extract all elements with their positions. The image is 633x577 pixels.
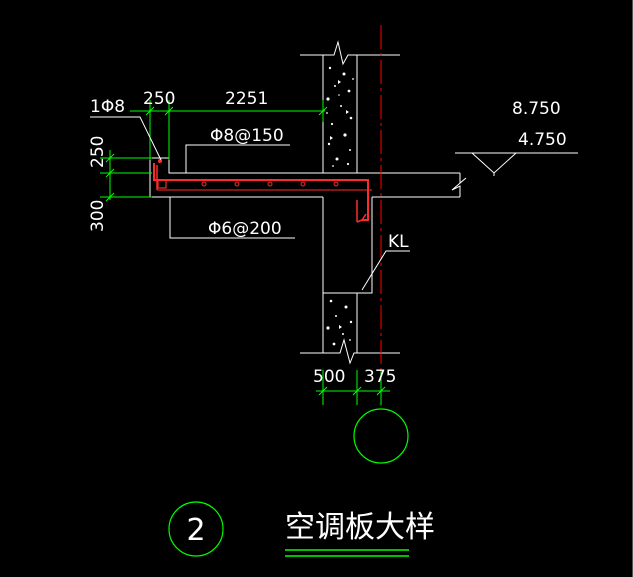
dim-horizontal-top bbox=[130, 100, 328, 160]
wall-lower bbox=[300, 293, 400, 365]
axis-bubble bbox=[353, 408, 409, 464]
callout-rebar-bottom: Φ6@200 bbox=[208, 219, 282, 239]
elevation-upper: 8.750 bbox=[512, 99, 561, 119]
beam-kl bbox=[322, 197, 373, 294]
dim-width-left: 250 bbox=[143, 89, 175, 109]
detail-bubble bbox=[168, 501, 224, 557]
leader-lines bbox=[90, 116, 410, 291]
callout-beam: KL bbox=[388, 232, 409, 252]
wall-upper bbox=[300, 40, 400, 173]
elevation-lower: 4.750 bbox=[518, 130, 567, 150]
dim-vertical-left bbox=[100, 150, 152, 202]
dim-horizontal-bottom bbox=[316, 370, 390, 405]
detail-number: 2 bbox=[186, 513, 205, 548]
elevation-marker bbox=[455, 152, 578, 176]
rebar bbox=[153, 159, 372, 223]
callout-rebar-top: Φ8@150 bbox=[210, 126, 284, 146]
dim-width-span: 2251 bbox=[225, 89, 268, 109]
dim-wall-right: 375 bbox=[364, 367, 396, 387]
drawing-title: 空调板大样 bbox=[285, 510, 435, 545]
dim-height-bottom: 300 bbox=[88, 200, 108, 232]
callout-top-bar: 1Φ8 bbox=[90, 97, 125, 117]
ac-slab bbox=[149, 157, 467, 198]
dim-height-top: 250 bbox=[88, 136, 108, 168]
dim-wall-left: 500 bbox=[313, 367, 345, 387]
